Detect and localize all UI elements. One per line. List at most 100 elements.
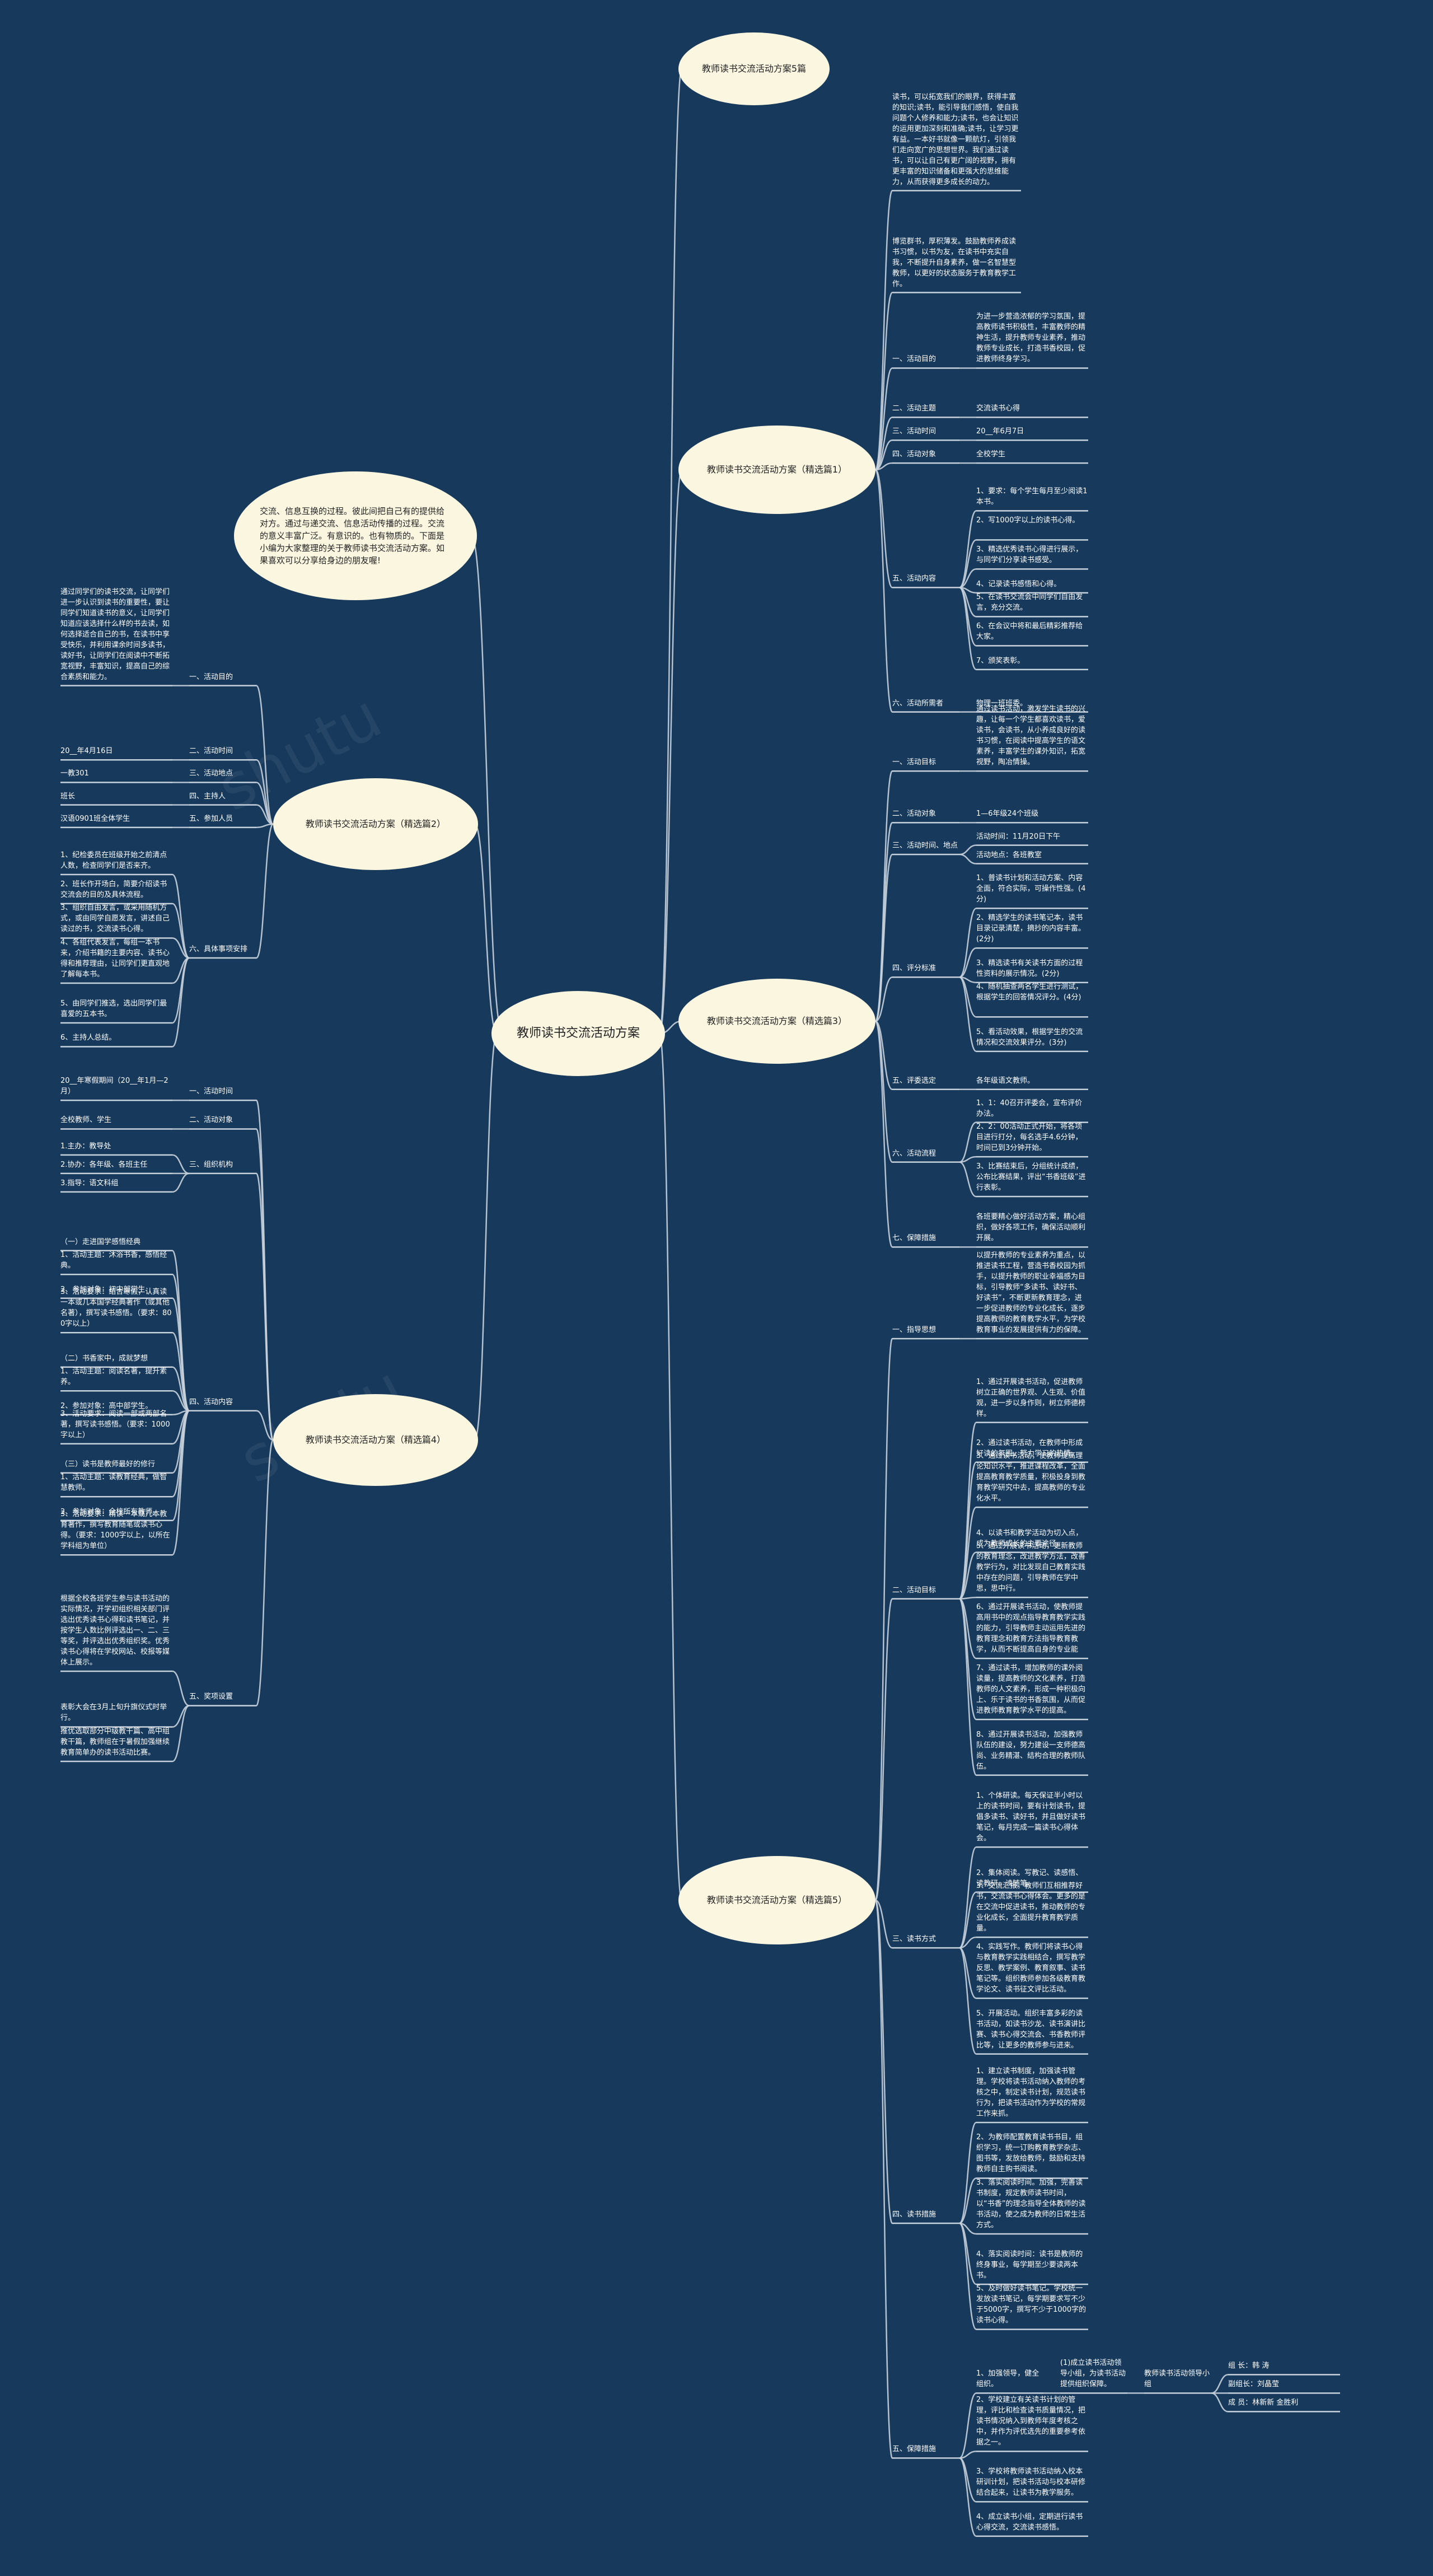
- branch-4-node-7-1[interactable]: 各班要精心做好活动方案，精心组织，做好各项工作，确保活动顺利开展。: [976, 1213, 1086, 1243]
- branch-5-node-5[interactable]: 五、奖项设置: [189, 1693, 233, 1701]
- branch-6-node-2-8[interactable]: 8、通过开展读书活动，加强教师队伍的建设，努力建设一支师德高尚、业务精湛、结构合…: [976, 1730, 1086, 1771]
- branch-5-node-4-5[interactable]: （二）书香家中，成就梦想: [60, 1354, 148, 1363]
- branch-6-node-5-3[interactable]: 3、学校将教师读书活动纳入校本研训计划，把读书活动与校本研修结合起来，让读书为教…: [976, 2467, 1086, 2498]
- branch-6-node-5-2[interactable]: 2、学校建立有关读书计划的管理，评比和检查读书质量情况，把读书情况纳入到教师年度…: [976, 2396, 1086, 2447]
- intro-summary[interactable]: 交流、信息互换的过程。彼此间把自己有的提供给对方。通过与递交流、信息活动传播的过…: [234, 471, 477, 600]
- branch-6-node-2-6[interactable]: 6、通过开展读书活动，使教师提高用书中的观点指导教育教学实践的能力，引导教师主动…: [976, 1603, 1086, 1654]
- branch-4-node-2[interactable]: 二、活动对象: [892, 810, 936, 819]
- branch-5-node-4-11[interactable]: 2、参加对象：全校所有教师。: [60, 1507, 160, 1516]
- branch-6-node-3-3[interactable]: 3、交流汇报。教师们互相推荐好书，交流读书心得体会。更多的是在交流中促进读书，推…: [976, 1882, 1086, 1933]
- branch-6-node-2-5[interactable]: 5、通过开展读书活动，更新教师的教育理念，改进教学方法，改善教学行为，对比发现自…: [976, 1542, 1086, 1593]
- branch-6-node-3[interactable]: 三、读书方式: [892, 1935, 936, 1944]
- branch-4-node-4-4[interactable]: 4、随机抽查两名学生进行测试，根据学生的回答情况评分。(4分): [976, 983, 1083, 1002]
- branch-5-node-5-3[interactable]: 推优选取部分中级教干篇、高中组教干篇，教师组在于暑假加强继续教育简单办的读书活动…: [60, 1727, 170, 1757]
- branch-2-node-7-4[interactable]: 4、记录读书感悟和心得。: [976, 579, 1061, 588]
- branch-5-node-4-12[interactable]: 3、活动要求：精读一本或几本教育著作，撰写教育随笔或读书心得。（要求：1000字…: [60, 1510, 170, 1551]
- branch-6-node-4-2[interactable]: 2、为教师配置教育读书书目，组织学习，统一订购教育教学杂志、图书等，发放给教师，…: [976, 2133, 1086, 2174]
- branch-2-node-7-5[interactable]: 5、在读书交流会中同学们自由发言，充分交流。: [976, 593, 1083, 613]
- branch-2-node-4[interactable]: 二、活动主题: [892, 404, 936, 413]
- branch-6-node-5-1-1-1-3[interactable]: 成 员：林新新 金胜利: [1228, 2399, 1299, 2407]
- branch-5-node-4-7[interactable]: 2、参加对象：高中部学生。: [60, 1401, 153, 1410]
- branch-6-node-5-1-1-1[interactable]: 教师读书活动领导小组: [1144, 2369, 1210, 2389]
- branch-2-node-8-1[interactable]: 物理一班班委。: [976, 699, 1028, 708]
- branch-2-node-2[interactable]: 博览群书，厚积薄发。鼓励教师养成读书习惯，以书为友，在读书中充实自我，不断提升自…: [892, 237, 1017, 288]
- branch-6-node-1-1[interactable]: 以提升教师的专业素养为重点，以推进读书工程，营造书香校园为抓手，以提升教师的职业…: [976, 1251, 1086, 1335]
- branch-3-node-4[interactable]: 四、主持人: [189, 792, 226, 801]
- branch-5-node-4-1[interactable]: （一）走进国学感悟经典: [60, 1237, 141, 1246]
- branch-3-node-2-1[interactable]: 20__年4月16日: [60, 747, 113, 756]
- branch-6-node-1[interactable]: 一、指导思想: [892, 1326, 936, 1335]
- branch-5-node-4-3[interactable]: 2、参加对象：初中部学生: [60, 1285, 146, 1294]
- branch-6-node-3-2[interactable]: 2、集体阅读。写教记、读感悟、读教研、读随笔。: [976, 1868, 1083, 1888]
- root-topic[interactable]: 教师读书交流活动方案: [491, 991, 665, 1076]
- branch-4-node-3-1[interactable]: 活动时间：11月20日下午: [976, 832, 1061, 841]
- branch-3-node-3[interactable]: 三、活动地点: [189, 769, 233, 778]
- branch-2-node-7-2[interactable]: 2、写1000字以上的读书心得。: [976, 516, 1080, 525]
- branch-2-node-3-1[interactable]: 为进一步营造浓郁的学习氛围，提高教师读书积极性，丰富教师的精神生活，提升教师专业…: [976, 312, 1086, 364]
- branch-6-node-2-2[interactable]: 2、通过读书活动，在教师中形成好读的氛围，努力学习的热情。: [976, 1438, 1083, 1458]
- branch-2[interactable]: 教师读书交流活动方案（精选篇1）: [678, 426, 875, 514]
- branch-3-node-6-1[interactable]: 1、纪检委员在班级开始之前清点人数，检查同学们是否来齐。: [60, 850, 167, 870]
- branch-5-node-5-1[interactable]: 根据全校各班学生参与读书活动的实际情况，开学初组织相关部门评选出优秀读书心得和读…: [60, 1594, 170, 1667]
- branch-4-node-3[interactable]: 三、活动时间、地点: [892, 841, 958, 850]
- branch-5-node-2-1[interactable]: 全校教师、学生: [60, 1116, 112, 1125]
- branch-4-node-6-3[interactable]: 3、比赛结束后，分组统计成绩，公布比赛结果，评出“书香班级”进行表彰。: [976, 1162, 1086, 1193]
- branch-6-node-2-4[interactable]: 4、以读书和教学活动为切入点，成为教师成长的主要途径。: [976, 1528, 1083, 1548]
- branch-6-node-2-7[interactable]: 7、通过读书，增加教师的课外阅读量，提高教师的文化素养，打造教师的人文素养，形成…: [976, 1664, 1086, 1715]
- branch-5-node-3-1[interactable]: 1.主办：教导处: [60, 1142, 111, 1151]
- branch-3-node-4-1[interactable]: 班长: [60, 792, 76, 801]
- branch-6-node-4-4[interactable]: 4、落实阅读时间：读书是教师的终身事业，每学期至少要读两本书。: [976, 2250, 1083, 2280]
- branch-5[interactable]: 教师读书交流活动方案（精选篇4）: [273, 1394, 478, 1486]
- branch-6-node-3-1[interactable]: 1、个体研读。每天保证半小时以上的读书时间，要有计划读书，提倡多读书、读好书，并…: [976, 1792, 1086, 1843]
- branch-5-node-4-9[interactable]: （三）读书是教师最好的修行: [60, 1460, 156, 1469]
- branch-6-node-5-1-1-1-1[interactable]: 组 长：韩 涛: [1228, 2362, 1270, 2371]
- branch-6-node-3-4[interactable]: 4、实践写作。教师们将读书心得与教育教学实践相结合，撰写教学反思、教学案例、教育…: [976, 1943, 1086, 1994]
- branch-3-node-6-2[interactable]: 2、班长作开场白，简要介绍读书交流会的目的及具体流程。: [60, 880, 167, 899]
- branch-3-node-6-6[interactable]: 6、主持人总结。: [60, 1034, 116, 1042]
- branch-5-node-1[interactable]: 一、活动时间: [189, 1087, 233, 1096]
- branch-6-node-2-3[interactable]: 3、通过读书活动，使教师提高理论知识水平，推进课程改革，全面提高教育教学质量，积…: [976, 1452, 1086, 1503]
- branch-6[interactable]: 教师读书交流活动方案（精选篇5）: [678, 1856, 875, 1944]
- branch-2-node-7-3[interactable]: 3、精选优秀读书心得进行展示，与同学们分享读书感受。: [976, 545, 1083, 565]
- branch-2-node-8[interactable]: 六、活动所需者: [892, 699, 944, 708]
- branch-1[interactable]: 教师读书交流活动方案5篇: [678, 32, 830, 105]
- branch-2-node-7[interactable]: 五、活动内容: [892, 574, 936, 583]
- branch-2-node-3[interactable]: 一、活动目的: [892, 355, 936, 364]
- branch-3-node-6-5[interactable]: 5、由同学们推选，选出同学们最喜爱的五本书。: [60, 999, 167, 1018]
- branch-2-node-6-1[interactable]: 全校学生: [976, 450, 1006, 459]
- branch-5-node-4-4[interactable]: 3、活动要求：结合寒假，认真读一本或几本国学经典著作（或其他名著），撰写读书感悟…: [60, 1288, 172, 1329]
- branch-6-node-5-1-1[interactable]: (1)成立读书活动领导小组，为读书活动提供组织保障。: [1060, 2359, 1126, 2389]
- branch-4-node-3-2[interactable]: 活动地点：各班教室: [976, 850, 1042, 859]
- branch-4-node-6-1[interactable]: 1、1：40召开评委会，宣布评价办法。: [976, 1098, 1083, 1118]
- branch-5-node-1-1[interactable]: 20__年寒假期间（20__年1月—2月）: [60, 1077, 168, 1096]
- branch-6-node-4-3[interactable]: 3、落实阅读时间。加强，完善读书制度，规定教师读书时间，以“书香”的理念指导全体…: [976, 2178, 1086, 2229]
- branch-4-node-5[interactable]: 五、评委选定: [892, 1076, 936, 1085]
- branch-6-node-4-1[interactable]: 1、建立读书制度，加强读书管理。学校将读书活动纳入教师的考核之中，制定读书计划，…: [976, 2067, 1086, 2118]
- branch-4-node-1[interactable]: 一、活动目标: [892, 758, 936, 767]
- branch-4-node-6-2[interactable]: 2、2：00活动正式开始，将各项目进行打分，每名选手4.6分钟，时间已到3分钟开…: [976, 1123, 1083, 1153]
- branch-2-node-7-6[interactable]: 6、在会议中将和最后精彩推荐给大家。: [976, 622, 1083, 642]
- branch-6-node-4-5[interactable]: 5、及时做好读书笔记。学校统一发放读书笔记，每学期要求写不少于5000字，撰写不…: [976, 2284, 1087, 2325]
- branch-3-node-5-1[interactable]: 汉语0901班全体学生: [60, 814, 130, 823]
- branch-3[interactable]: 教师读书交流活动方案（精选篇2）: [273, 778, 478, 870]
- branch-6-node-2[interactable]: 二、活动目标: [892, 1586, 936, 1595]
- branch-3-node-3-1[interactable]: 一教301: [60, 769, 89, 778]
- branch-3-node-1-1[interactable]: 通过同学们的读书交流，让同学们进一步认识到读书的重要性，要让同学们知道读书的意义…: [60, 587, 170, 681]
- branch-2-node-7-7[interactable]: 7、颁奖表彰。: [976, 656, 1025, 665]
- branch-2-node-4-1[interactable]: 交流读书心得: [976, 404, 1020, 413]
- branch-4-node-4-1[interactable]: 1、普读书计划和活动方案、内容全面，符合实际，可操作性强。(4分): [976, 874, 1086, 904]
- branch-4-node-5-1[interactable]: 各年级语文教师。: [976, 1076, 1035, 1085]
- branch-4-node-4-3[interactable]: 3、精选读书有关读书方面的过程性资料的展示情况。(2分): [976, 959, 1083, 978]
- branch-6-node-5-4[interactable]: 4、成立读书小组，定期进行读书心得交流，交流读书感悟。: [976, 2512, 1083, 2532]
- branch-2-node-5[interactable]: 三、活动时间: [892, 427, 936, 436]
- branch-4-node-1-1[interactable]: 通过读书活动，激发学生读书的兴趣，让每一个学生都喜欢读书，爱读书，会读书，从小养…: [976, 705, 1086, 767]
- branch-6-node-5-1[interactable]: 1、加强领导，健全组织。: [976, 2369, 1039, 2389]
- branch-3-node-1[interactable]: 一、活动目的: [189, 672, 233, 681]
- branch-4-node-2-1[interactable]: 1—6年级24个班级: [976, 810, 1039, 819]
- branch-2-node-5-1[interactable]: 20__年6月7日: [976, 427, 1024, 436]
- branch-5-node-4-2[interactable]: 1、活动主题：沐浴书香，感悟经典。: [60, 1251, 167, 1270]
- branch-5-node-4-8[interactable]: 3、活动要求：阅读一部或两部名著，撰写读书感悟。（要求：1000字以上）: [60, 1409, 170, 1439]
- branch-5-node-3[interactable]: 三、组织机构: [189, 1160, 233, 1169]
- branch-3-node-5[interactable]: 五、参加人员: [189, 814, 233, 823]
- branch-5-node-3-2[interactable]: 2.协办：各年级、各班主任: [60, 1160, 148, 1169]
